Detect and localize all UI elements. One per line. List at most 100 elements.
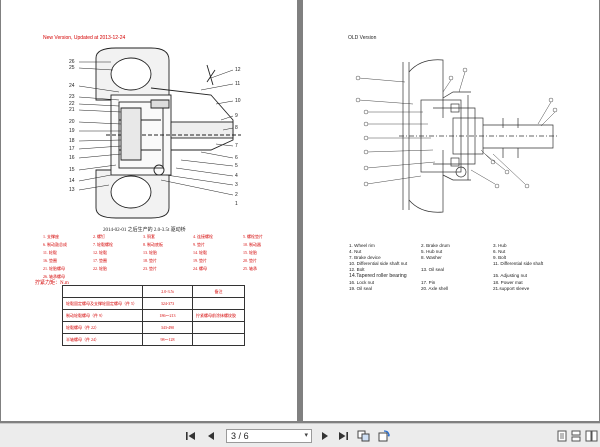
part-item: 22. 轮胎 bbox=[93, 266, 107, 271]
torque-table: 2.0-3.5t 备注 轮毂固定螺母及支撑轮固定螺母（件 5） 324-373 … bbox=[62, 285, 245, 346]
table-cell: 制动轮毂螺母（件 9） bbox=[62, 309, 143, 322]
legend-item: 15. Adjusting nut bbox=[493, 273, 527, 278]
drawing-caption: 2014-02-01 之后生产的 2.0-3.5t 驱动桥 bbox=[103, 228, 186, 233]
callout-label: 7 bbox=[235, 143, 238, 149]
callout-label: 24 bbox=[69, 83, 75, 89]
part-item: 3. 铜套 bbox=[143, 234, 155, 239]
rotate-icon[interactable] bbox=[376, 430, 390, 442]
part-item: 6. 制动鼓总成 bbox=[43, 242, 67, 247]
page-number-select[interactable]: 3 / 6 ▾ bbox=[226, 429, 312, 443]
part-item: 8. 制动底板 bbox=[143, 242, 163, 247]
copy-icon[interactable] bbox=[356, 430, 370, 442]
legend-item: 12. Bolt bbox=[349, 267, 365, 272]
callout-label: 14 bbox=[69, 178, 75, 184]
legend-item: 10. Differential side shaft nut bbox=[349, 261, 408, 266]
legend-item: 9. Bolt bbox=[493, 255, 507, 260]
parts-legend-en: 1. Wheel rim 2. Brake drum 3. Hub 4. Nut… bbox=[349, 243, 565, 291]
callout-label: 25 bbox=[69, 65, 75, 71]
table-header-row: 2.0-3.5t 备注 bbox=[62, 285, 245, 298]
callout-label: 1 bbox=[235, 201, 238, 207]
part-item: 1. 支撑座 bbox=[43, 234, 59, 239]
part-item: 24. 螺母 bbox=[193, 266, 207, 271]
legend-item: 3. Hub bbox=[493, 243, 507, 248]
page-left: New Version, Updated at 2013-12-24 bbox=[1, 0, 297, 421]
part-item: 15. 轮胎 bbox=[243, 250, 257, 255]
callout-label: 3 bbox=[235, 182, 238, 188]
part-item: 19. 垫片 bbox=[193, 258, 207, 263]
table-cell bbox=[192, 333, 245, 346]
last-page-icon[interactable] bbox=[336, 430, 350, 442]
part-item: 25. 轴承 bbox=[243, 266, 257, 271]
table-cell: 轮毂螺母（件 22） bbox=[62, 321, 143, 334]
callout-label: 23 bbox=[69, 94, 75, 100]
axle-drawing-new: 26 25 24 23 22 21 20 19 18 17 16 15 14 1… bbox=[69, 47, 241, 219]
continuous-view-icon[interactable] bbox=[570, 430, 582, 442]
callout-label: 11 bbox=[235, 81, 240, 87]
table-cell: 343-490 bbox=[142, 321, 193, 334]
legend-item: 6. Nut bbox=[493, 249, 506, 254]
part-item: 16. 垫圈 bbox=[43, 258, 57, 263]
two-page-view-icon[interactable] bbox=[584, 430, 598, 442]
part-item: 4. 连接螺栓 bbox=[193, 234, 213, 239]
part-item: 12. 轮毂 bbox=[93, 250, 107, 255]
part-item: 20. 垫片 bbox=[243, 258, 257, 263]
table-row: 制动轮毂螺母（件 9） 186～213 拧紧螺母前涂抹螺纹胶 bbox=[62, 309, 245, 322]
part-item: 26. 轴承螺母 bbox=[43, 274, 65, 279]
legend-item: 4. Nut bbox=[349, 249, 362, 254]
legend-item: 2. Brake drum bbox=[421, 243, 450, 248]
callout-label: 19 bbox=[69, 128, 75, 134]
part-item: 17. 垫圈 bbox=[93, 258, 107, 263]
legend-item: 17. Pin bbox=[421, 280, 436, 285]
callout-label: 2 bbox=[235, 192, 238, 198]
page-separator: / bbox=[238, 431, 242, 441]
callout-label: 12 bbox=[235, 67, 241, 73]
prev-page-icon[interactable] bbox=[204, 430, 218, 442]
document-viewer[interactable]: New Version, Updated at 2013-12-24 bbox=[0, 0, 600, 423]
table-row: 半轴螺母（件 24） 98～128 bbox=[62, 333, 245, 346]
table-header-cell: 备注 bbox=[192, 285, 245, 298]
legend-item: 19. Oil seal bbox=[349, 286, 372, 291]
chevron-down-icon: ▾ bbox=[304, 432, 308, 439]
callout-label: 15 bbox=[69, 167, 75, 173]
legend-item: 14.Tapered roller bearing bbox=[349, 273, 407, 279]
part-item: 14. 轮毂 bbox=[193, 250, 207, 255]
callout-label: 17 bbox=[69, 146, 75, 152]
part-item: 5. 螺栓垫片 bbox=[243, 234, 263, 239]
callout-label: 20 bbox=[69, 119, 75, 125]
legend-item: 5. Hub nut bbox=[421, 249, 443, 254]
table-cell: 拧紧螺母前涂抹螺纹胶 bbox=[192, 309, 245, 322]
legend-item: 13. Oil seal bbox=[421, 267, 444, 272]
table-row: 轮毂固定螺母及支撑轮固定螺母（件 5） 324-373 bbox=[62, 297, 245, 310]
legend-item: 1. Wheel rim bbox=[349, 243, 375, 248]
table-cell: 半轴螺母（件 24） bbox=[62, 333, 143, 346]
legend-item: 20. Axle shell bbox=[421, 286, 449, 291]
table-cell: 轮毂固定螺母及支撑轮固定螺母（件 5） bbox=[62, 297, 143, 310]
callout-label: 5 bbox=[235, 163, 238, 169]
legend-item: 16. Lock nut bbox=[349, 280, 375, 285]
callout-label: 13 bbox=[69, 187, 75, 193]
page-right: OLD Version bbox=[303, 0, 599, 421]
part-item: 23. 垫片 bbox=[143, 266, 157, 271]
axle-drawing-old bbox=[355, 59, 559, 213]
part-item: 7. 轮毂螺栓 bbox=[93, 242, 113, 247]
table-cell: 324-373 bbox=[142, 297, 193, 310]
part-item: 2. 螺钉 bbox=[93, 234, 105, 239]
next-page-icon[interactable] bbox=[318, 430, 332, 442]
part-item: 13. 轮胎 bbox=[143, 250, 157, 255]
single-page-view-icon[interactable] bbox=[556, 430, 568, 442]
page-header-old-version: OLD Version bbox=[348, 35, 377, 41]
callout-label: 9 bbox=[235, 113, 238, 119]
table-cell bbox=[192, 297, 245, 310]
legend-item: 18. Power mat bbox=[493, 280, 523, 285]
callout-label: 26 bbox=[69, 59, 75, 65]
first-page-icon[interactable] bbox=[184, 430, 198, 442]
callout-label: 21 bbox=[69, 107, 75, 113]
legend-item: 8. Washer bbox=[421, 255, 442, 260]
table-row: 轮毂螺母（件 22） 343-490 bbox=[62, 321, 245, 334]
part-item: 18. 垫片 bbox=[143, 258, 157, 263]
torque-title: 拧紧力矩：N.m bbox=[35, 281, 69, 286]
page-header-new-version: New Version, Updated at 2013-12-24 bbox=[43, 35, 126, 41]
page-total: 6 bbox=[243, 431, 249, 441]
legend-item: 11. Differential side shaft bbox=[493, 261, 544, 266]
part-item: 10. 制动器 bbox=[243, 242, 261, 247]
